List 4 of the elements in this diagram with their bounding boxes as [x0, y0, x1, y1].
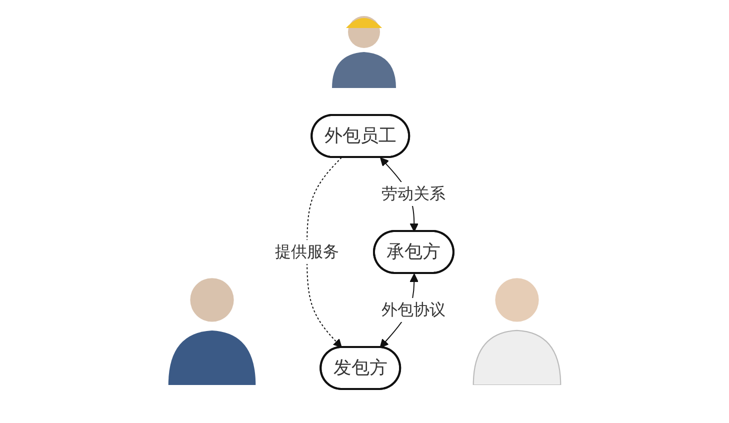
- edge-label: 提供服务: [275, 241, 340, 260]
- edge-label: 劳动关系: [382, 184, 446, 202]
- arrow: [306, 156, 342, 348]
- edge-label: 外包协议: [382, 299, 446, 318]
